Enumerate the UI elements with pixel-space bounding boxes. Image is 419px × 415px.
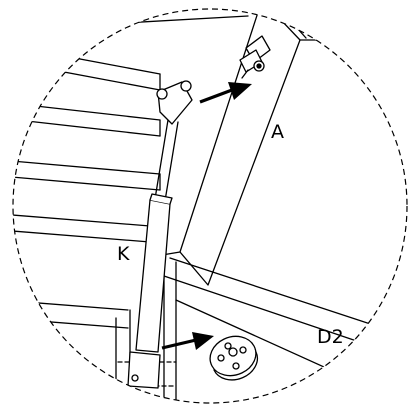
arrow-lower	[161, 332, 214, 350]
detail-circle	[12, 8, 408, 404]
arrow-upper	[199, 82, 252, 104]
label-d2: D2	[317, 326, 344, 348]
lid-bracket	[239, 35, 271, 79]
label-a: A	[271, 121, 284, 143]
gas-strut	[127, 80, 193, 389]
label-k: K	[117, 243, 130, 265]
lid-panel	[161, 9, 319, 286]
mount-plate	[209, 335, 259, 381]
